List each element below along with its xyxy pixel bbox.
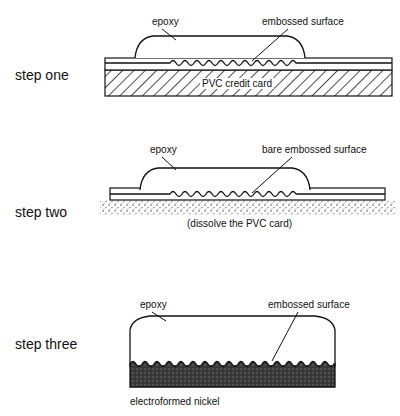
leader-line <box>252 157 292 193</box>
epoxy-dome <box>135 36 305 58</box>
note-label: (dissolve the PVC card) <box>185 218 294 229</box>
part-label: embossed surface <box>262 16 344 27</box>
leader-line <box>162 157 176 170</box>
embossed-surface <box>105 61 392 66</box>
epoxy-body <box>130 316 335 366</box>
part-label: epoxy <box>150 144 177 155</box>
part-label: bare embossed surface <box>262 144 367 155</box>
part-label: embossed surface <box>268 299 350 310</box>
leader-line <box>272 312 298 361</box>
leader-line <box>252 29 288 61</box>
leader-line <box>152 312 166 321</box>
embossed-surface <box>110 192 385 197</box>
part-label: electroformed nickel <box>130 396 219 407</box>
epoxy-dome <box>140 168 310 190</box>
leader-line <box>162 29 176 40</box>
dissolving-card <box>100 200 395 215</box>
step-label: step one <box>15 68 69 83</box>
part-label: epoxy <box>140 299 167 310</box>
step-label: step three <box>15 337 77 352</box>
electroformed-nickel <box>130 362 335 388</box>
part-label: epoxy <box>152 16 179 27</box>
step-label: step two <box>15 205 67 220</box>
part-label: PVC credit card <box>200 78 274 89</box>
pvc-card <box>105 70 392 96</box>
card-surface-layer <box>105 58 392 70</box>
